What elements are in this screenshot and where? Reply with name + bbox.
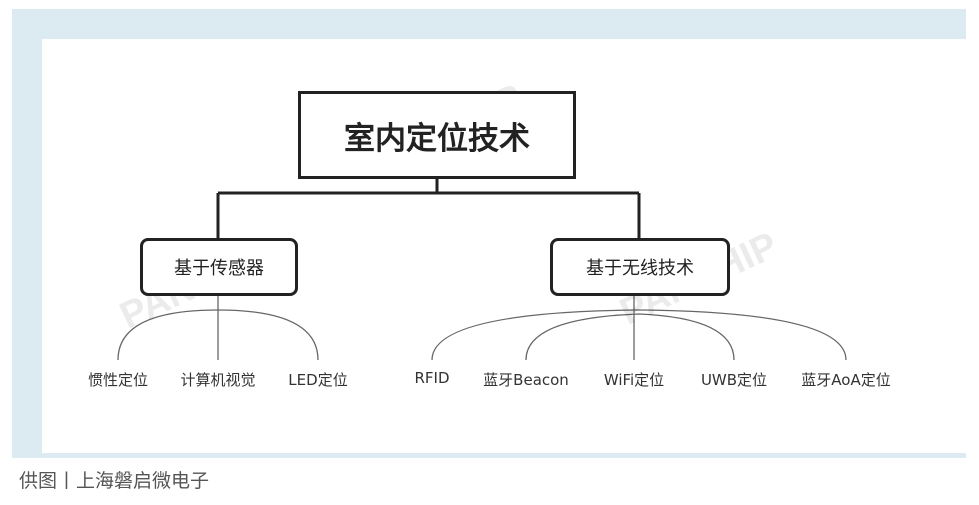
leaf-node: UWB定位 [700,371,768,389]
leaf-node: 蓝牙AoA定位 [801,371,891,389]
branch-node-sensor: 基于传感器 [140,238,298,296]
arc-right-inner [525,313,735,361]
leaf-node: 计算机视觉 [180,371,256,389]
leaf-node: RFID [414,369,450,387]
root-node: 室内定位技术 [298,91,576,179]
leaf-node: LED定位 [288,371,348,389]
branch-node-wireless: 基于无线技术 [550,238,730,296]
leaf-node: WiFi定位 [603,371,665,389]
leaf-node: 惯性定位 [87,371,149,389]
image-caption: 供图丨上海磐启微电子 [19,470,210,492]
leaf-node: 蓝牙Beacon [483,371,569,389]
arc-right-outer [431,309,847,361]
